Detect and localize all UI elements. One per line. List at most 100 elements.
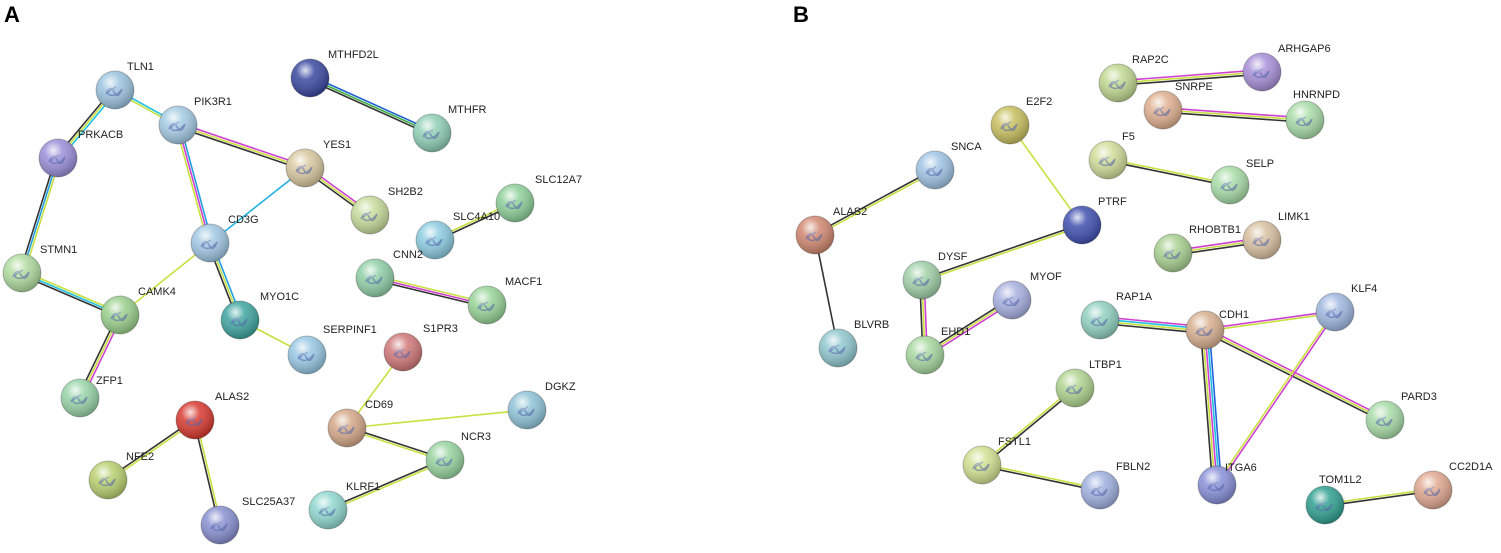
node-gloss [413,114,451,152]
protein-node-slc4a10[interactable]: SLC4A10 [415,211,500,260]
protein-node-ncr3[interactable]: NCR3 [425,431,491,480]
protein-node-tln1[interactable]: TLN1 [95,61,154,110]
node-label: LIMK1 [1278,211,1310,223]
edge-evidence-line [1206,329,1220,485]
protein-node-mthfr[interactable]: MTHFR [412,104,487,153]
node-label: FSTL1 [998,436,1031,448]
edge-evidence-line [921,223,1082,280]
edge-PIK3R1-YES1 [177,122,306,171]
protein-node-yes1[interactable]: YES1 [285,139,351,188]
edge-evidence-line [119,242,211,316]
protein-node-macf1[interactable]: MACF1 [467,276,542,325]
protein-node-rhobtb1[interactable]: RHOBTB1 [1153,224,1241,273]
node-label: SLC4A10 [453,211,500,223]
node-gloss [416,221,454,259]
edge-YES1-CD3G [209,167,306,244]
protein-node-serpinf1[interactable]: SERPINF1 [287,324,377,375]
edge-evidence-line [982,388,1077,467]
edge-evidence-line [1204,329,1218,486]
protein-node-dysf[interactable]: DYSF [902,251,968,300]
protein-node-mthfd2l[interactable]: MTHFD2L [290,49,379,98]
protein-node-ptrf[interactable]: PTRF [1062,196,1127,245]
node-gloss [191,224,229,262]
edge-evidence-line [209,167,306,244]
protein-node-cd69[interactable]: CD69 [327,399,393,448]
protein-node-e2f2[interactable]: E2F2 [990,96,1052,145]
node-gloss [991,106,1029,144]
node-gloss [1081,301,1119,339]
node-gloss [468,286,506,324]
node-gloss [819,329,857,367]
protein-node-cc2d1a[interactable]: CC2D1A [1413,461,1493,510]
node-label: MYOF [1030,271,1062,283]
protein-node-fstl1[interactable]: FSTL1 [962,436,1031,485]
protein-node-alas2[interactable]: ALAS2 [175,391,249,440]
node-gloss [1211,166,1249,204]
protein-node-snca[interactable]: SNCA [915,141,982,190]
edge-evidence-line [1009,124,1083,226]
edge-FSTL1-FBLN2 [981,463,1101,492]
node-label: RAP2C [1132,54,1169,66]
protein-node-cnn2[interactable]: CNN2 [355,249,423,298]
protein-node-ehd1[interactable]: EHD1 [905,326,970,375]
protein-node-f5[interactable]: F5 [1088,131,1135,180]
protein-node-hnrnpd[interactable]: HNRNPD [1285,89,1340,140]
protein-node-slc25a37[interactable]: SLC25A37 [200,496,295,545]
edge-PTRF-DYSF [921,223,1083,282]
protein-node-nfe2[interactable]: NFE2 [88,451,154,500]
protein-node-myof[interactable]: MYOF [992,271,1062,320]
protein-node-sh2b2[interactable]: SH2B2 [350,186,423,235]
edge-evidence-line [1208,329,1223,485]
edge-evidence-line [1163,107,1306,119]
edge-SNRPE-HNRNPD [1162,107,1306,123]
protein-node-klrf1[interactable]: KLRF1 [308,481,380,530]
protein-node-pard3[interactable]: PARD3 [1365,391,1437,440]
protein-node-s1pr3[interactable]: S1PR3 [383,323,458,372]
node-label: ALAS2 [215,391,249,403]
protein-node-arhgap6[interactable]: ARHGAP6 [1242,43,1331,92]
edge-evidence-line [982,463,1101,490]
protein-node-cd3g[interactable]: CD3G [190,214,259,263]
node-label: DYSF [938,251,968,263]
edge-evidence-line [346,409,528,429]
edge-evidence-line [1199,330,1214,486]
protein-node-fbln2[interactable]: FBLN2 [1080,461,1150,510]
node-gloss [176,401,214,439]
node-gloss [963,446,1001,484]
protein-node-camk4[interactable]: CAMK4 [100,286,176,335]
protein-node-rap2c[interactable]: RAP2C [1098,54,1169,103]
protein-node-selp[interactable]: SELP [1210,158,1274,205]
node-label: ITGA6 [1225,462,1257,474]
protein-node-stmn1[interactable]: STMN1 [2,244,77,293]
protein-node-zfp1[interactable]: ZFP1 [60,375,123,418]
protein-node-tom1l2[interactable]: TOM1L2 [1305,474,1362,525]
protein-node-rap1a[interactable]: RAP1A [1080,291,1153,340]
node-gloss [3,254,41,292]
edge-PRKACB-STMN1 [19,157,61,274]
node-label: SH2B2 [388,186,423,198]
protein-node-alas2[interactable]: ALAS2 [795,206,867,255]
edge-evidence-line [328,460,446,512]
protein-node-limk1[interactable]: LIMK1 [1242,211,1310,260]
node-label: CDH1 [1219,309,1249,321]
node-label: CD3G [228,214,259,226]
protein-node-blvrb[interactable]: BLVRB [818,319,889,368]
node-label: KLRF1 [346,481,380,493]
protein-node-snrpe[interactable]: SNRPE [1143,81,1213,130]
edge-ALAS2-BLVRB [814,234,839,349]
protein-node-klf4[interactable]: KLF4 [1315,283,1377,332]
node-label: KLF4 [1351,283,1377,295]
protein-node-cdh1[interactable]: CDH1 [1185,309,1249,350]
protein-node-myo1c[interactable]: MYO1C [220,291,299,340]
node-label: PRKACB [78,129,123,141]
protein-node-slc12a7[interactable]: SLC12A7 [495,174,582,223]
edge-evidence-line [177,124,211,244]
protein-node-dgkz[interactable]: DGKZ [507,381,576,430]
protein-node-prkacb[interactable]: PRKACB [38,129,123,178]
node-label: EHD1 [941,326,970,338]
protein-node-itga6[interactable]: ITGA6 [1197,462,1257,505]
edge-evidence-line [1202,330,1216,486]
node-gloss [1056,369,1094,407]
protein-node-ltbp1[interactable]: LTBP1 [1055,359,1122,408]
protein-node-pik3r1[interactable]: PIK3R1 [158,96,232,145]
